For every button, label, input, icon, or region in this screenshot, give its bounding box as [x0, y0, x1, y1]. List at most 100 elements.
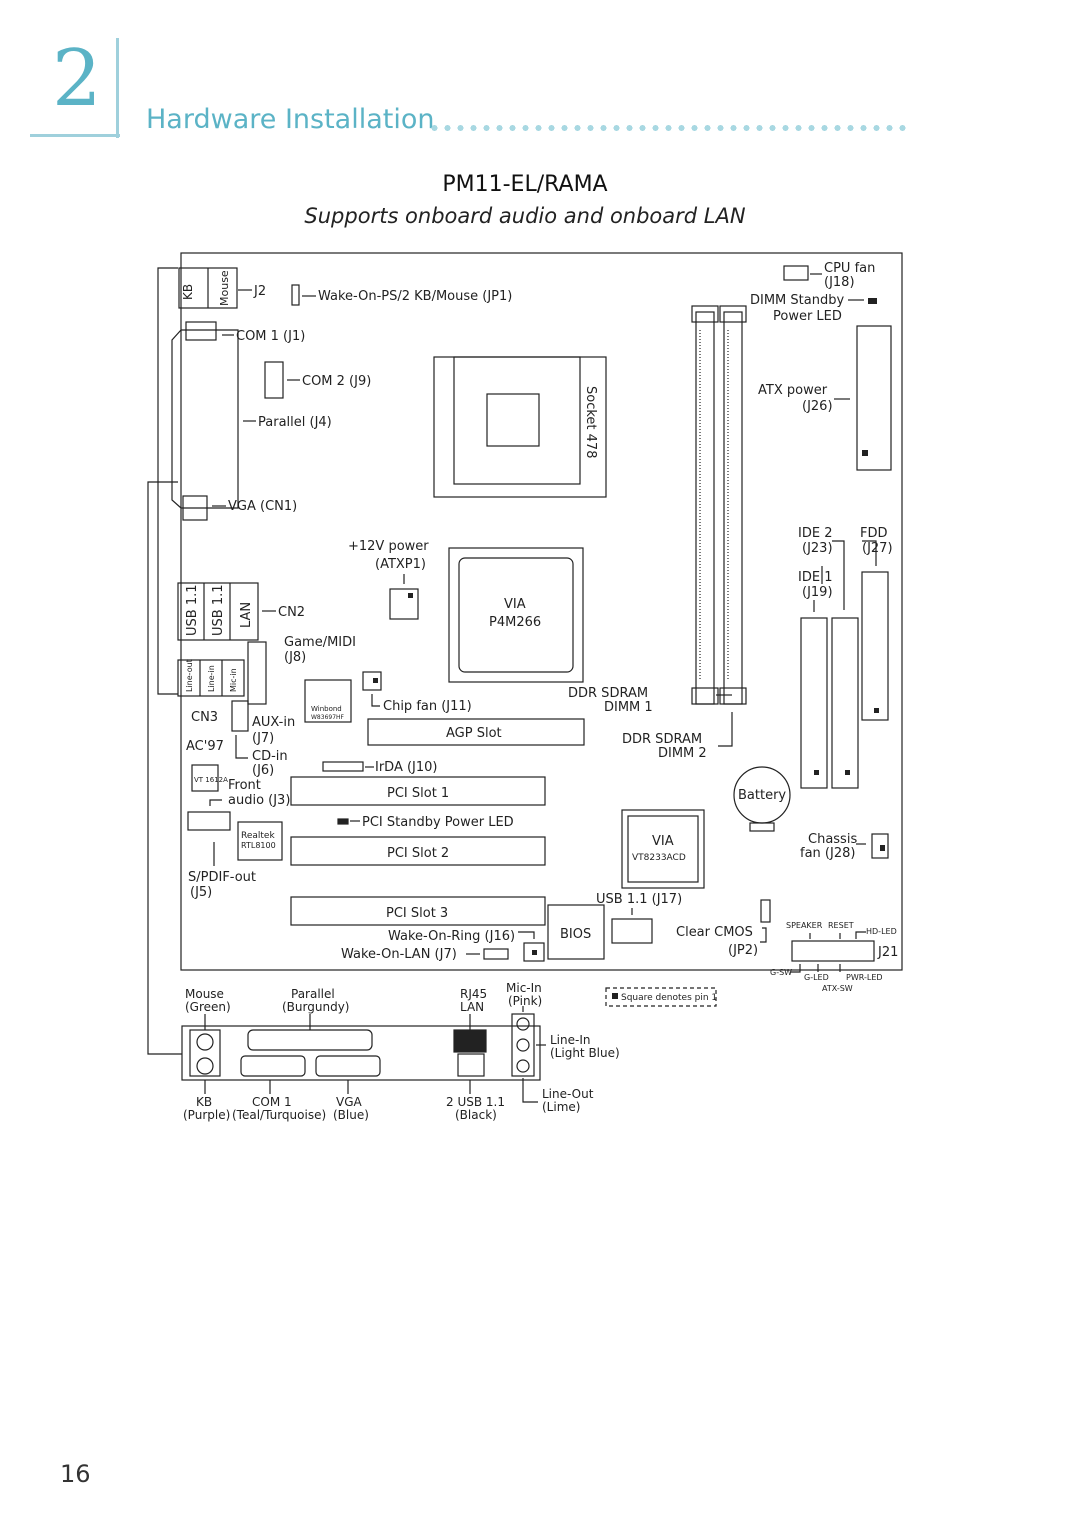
pci-standby-led: [337, 818, 349, 825]
label-rtl8100: RTL8100: [241, 841, 276, 850]
usb-front-header: [611, 918, 653, 944]
label-pci1: PCI Slot 1: [387, 786, 449, 801]
label-usb-j17: USB 1.1 (J17): [596, 892, 682, 907]
rear-label-light-blue: (Light Blue): [550, 1046, 620, 1060]
label-ac97: AC'97: [186, 739, 224, 754]
label-j21: J21: [877, 945, 898, 960]
label-chip-fan: Chip fan (J11): [383, 699, 472, 714]
wake-on-ring-header: [523, 942, 545, 962]
board-name: PM11-EL/RAMA: [442, 172, 608, 197]
label-clear-cmos: Clear CMOS: [676, 925, 753, 940]
rear-label-green: (Green): [185, 1000, 231, 1014]
label-j18: (J18): [824, 275, 855, 290]
label-atxp1: (ATXP1): [375, 557, 426, 572]
board-outline: [180, 252, 903, 971]
label-dimm2: DIMM 2: [658, 746, 707, 761]
label-j26: (J26): [802, 399, 833, 414]
label-pci2: PCI Slot 2: [387, 846, 449, 861]
label-wake-ring: Wake-On-Ring (J16): [388, 929, 515, 944]
front-audio-header: [187, 811, 231, 831]
label-fan-j28: fan (J28): [800, 846, 855, 861]
label-audio-j3: audio (J3): [228, 793, 290, 808]
rear-label-usb: 2 USB 1.1: [446, 1095, 505, 1109]
label-j19: (J19): [802, 585, 833, 600]
label-battery: Battery: [738, 788, 786, 803]
label-wake-ps2: Wake-On-PS/2 KB/Mouse (JP1): [318, 289, 512, 304]
label-lan: LAN: [239, 602, 254, 628]
bios-chip: [547, 904, 605, 960]
label-kb: KB: [181, 284, 195, 300]
realtek-lan-chip: [237, 821, 283, 861]
rear-label-com1: COM 1: [252, 1095, 292, 1109]
label-ddr1: DDR SDRAM: [568, 686, 648, 701]
label-j23: (J23): [802, 541, 833, 556]
rear-label-burgundy: (Burgundy): [282, 1000, 349, 1014]
label-pwr-led: PWR-LED: [846, 973, 883, 982]
page-number: 16: [60, 1460, 91, 1488]
chassis-fan-header: [871, 833, 889, 859]
io-bracket-lower: [147, 481, 182, 1055]
parallel-vga-connector: [171, 329, 239, 509]
label-ddr2: DDR SDRAM: [622, 732, 702, 747]
com2-header: [264, 361, 284, 399]
label-vga: VGA (CN1): [228, 499, 297, 514]
pci-slot-2: [290, 836, 546, 866]
label-parallel: Parallel (J4): [258, 415, 332, 430]
label-cpu-fan: CPU fan: [824, 261, 875, 276]
chip-fan-header: [362, 671, 382, 691]
label-winbond: Winbond: [311, 705, 342, 713]
rear-label-parallel: Parallel: [291, 987, 335, 1001]
label-usb-b: USB 1.1: [211, 585, 226, 637]
label-realtek: Realtek: [241, 831, 275, 841]
label-power-led: Power LED: [773, 309, 842, 324]
atx-power-connector: [856, 325, 892, 471]
label-reset: RESET: [828, 921, 854, 930]
label-j7: (J7): [252, 731, 274, 746]
irda-header: [322, 761, 364, 772]
label-wake-lan: Wake-On-LAN (J7): [341, 947, 457, 962]
label-atx-sw: ATX-SW: [822, 984, 853, 993]
atxp1-connector: [389, 588, 419, 620]
fdd-connector: [861, 571, 889, 721]
label-pci3: PCI Slot 3: [386, 906, 448, 921]
label-agp: AGP Slot: [446, 726, 502, 741]
label-ide1: IDE 1: [798, 570, 832, 585]
label-front: Front: [228, 778, 261, 793]
label-com1: COM 1 (J1): [236, 329, 305, 344]
rear-label-mouse: Mouse: [185, 987, 224, 1001]
rear-label-rj45: RJ45: [460, 987, 487, 1001]
label-cn2: CN2: [278, 605, 305, 620]
board-subtitle: Supports onboard audio and onboard LAN: [304, 204, 746, 228]
cn3-aux-in-header: [231, 700, 249, 732]
label-cn3: CN3: [191, 710, 218, 725]
chapter-number: 2: [52, 34, 102, 124]
label-vt8233acd: VT8233ACD: [632, 853, 686, 863]
label-spdif: S/PDIF-out: [188, 870, 256, 885]
ac97-codec-chip: [191, 764, 219, 792]
rear-label-vga: VGA: [336, 1095, 363, 1109]
wake-on-lan-header: [483, 948, 509, 960]
cpu-fan-header: [783, 265, 809, 281]
chapter-title: Hardware Installation: [146, 104, 435, 135]
southbridge-chip: [621, 809, 705, 889]
label-12v-power: +12V power: [348, 539, 429, 554]
label-game-midi: Game/MIDI: [284, 635, 356, 650]
chapter-rule-vertical: [116, 38, 119, 138]
label-j8: (J8): [284, 650, 306, 665]
label-chassis: Chassis: [808, 832, 857, 847]
rear-label-line-out: Line-Out: [542, 1087, 594, 1101]
label-dimm-standby: DIMM Standby: [750, 293, 844, 308]
rear-label-lime: (Lime): [542, 1100, 580, 1114]
label-com2: COM 2 (J9): [302, 374, 371, 389]
label-via-nb: VIA: [504, 597, 526, 612]
label-g-led: G-LED: [804, 973, 829, 982]
label-j5: (J5): [190, 885, 212, 900]
clear-cmos-jumper: [760, 899, 771, 923]
label-aux-in: AUX-in: [252, 715, 295, 730]
winbond-superio-chip: [304, 679, 352, 723]
label-jp2: (JP2): [728, 943, 758, 958]
label-vt1612a: VT 1612A: [194, 776, 228, 784]
pci-slot-3: [290, 896, 546, 926]
dimm-slot-2: [723, 311, 743, 705]
label-speaker: SPEAKER: [786, 921, 823, 930]
